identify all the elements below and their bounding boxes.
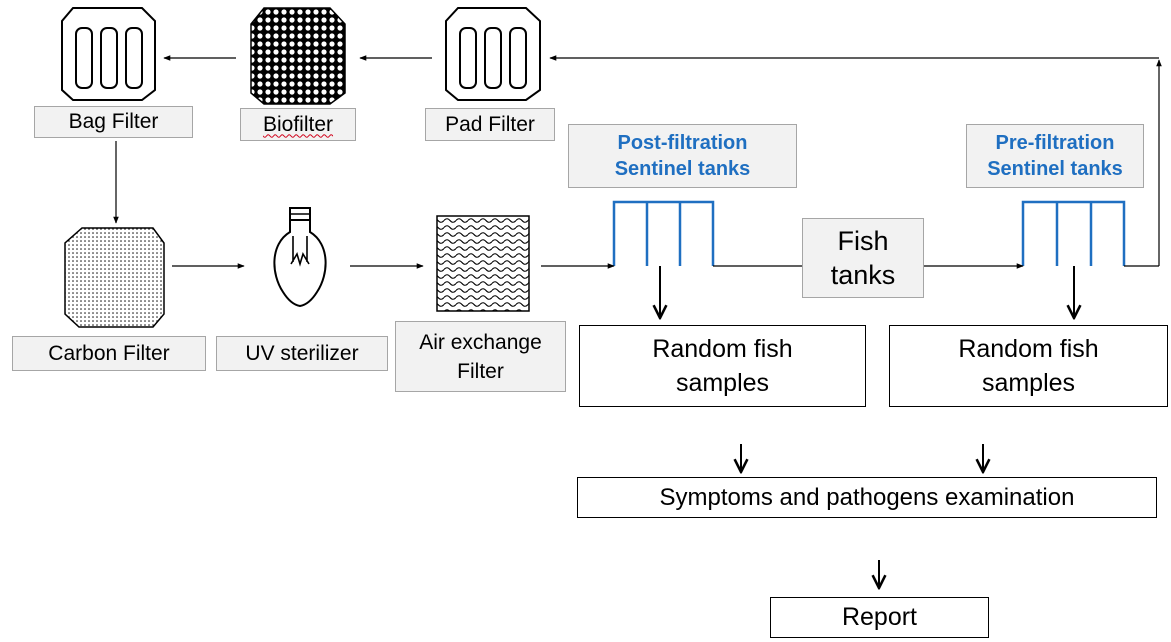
- random-samples-right: Random fish samples: [889, 325, 1168, 407]
- pre-sentinel-label-line1: Pre-filtration: [995, 132, 1115, 154]
- pre-sentinel-label-line2: Sentinel tanks: [987, 158, 1123, 180]
- biofilter-icon: [250, 7, 346, 105]
- pre-sentinel-tanks: [1021, 200, 1126, 266]
- random-samples-left-line1: Random fish: [652, 335, 793, 363]
- biofilter-label-text: Biofilter: [262, 112, 334, 136]
- random-samples-right-line1: Random fish: [958, 335, 1099, 363]
- report-box: Report: [770, 597, 989, 638]
- fish-tanks-box: Fish tanks: [802, 218, 924, 298]
- bag-filter-label: Bag Filter: [34, 106, 193, 138]
- pre-sentinel-label: Pre-filtration Sentinel tanks: [966, 124, 1144, 188]
- biofilter-label: Biofilter: [240, 108, 356, 141]
- uv-sterilizer-label: UV sterilizer: [216, 336, 388, 371]
- post-sentinel-label: Post-filtration Sentinel tanks: [568, 124, 797, 188]
- uv-bulb-icon: [273, 207, 327, 308]
- examination-box: Symptoms and pathogens examination: [577, 477, 1157, 518]
- post-sentinel-tanks: [612, 200, 715, 266]
- carbon-filter-icon: [64, 227, 165, 328]
- air-exchange-label-line2: Filter: [457, 359, 504, 383]
- pad-filter-icon: [445, 7, 541, 101]
- carbon-filter-label: Carbon Filter: [12, 336, 206, 371]
- sample-arrows: [660, 266, 1074, 588]
- air-exchange-label-line1: Air exchange: [419, 330, 542, 354]
- post-sentinel-label-line2: Sentinel tanks: [614, 158, 751, 180]
- flow-arrows: [113, 55, 1162, 269]
- post-sentinel-label-line1: Post-filtration: [617, 132, 748, 154]
- air-exchange-label: Air exchange Filter: [395, 321, 566, 392]
- pad-filter-label: Pad Filter: [425, 108, 555, 141]
- random-samples-right-line2: samples: [981, 369, 1076, 397]
- bag-filter-icon: [61, 7, 156, 101]
- random-samples-left-line2: samples: [675, 369, 770, 397]
- air-exchange-filter-icon: [436, 215, 530, 312]
- fish-tanks-line2: tanks: [830, 260, 896, 290]
- random-samples-left: Random fish samples: [579, 325, 866, 407]
- fish-tanks-line1: Fish: [837, 226, 889, 256]
